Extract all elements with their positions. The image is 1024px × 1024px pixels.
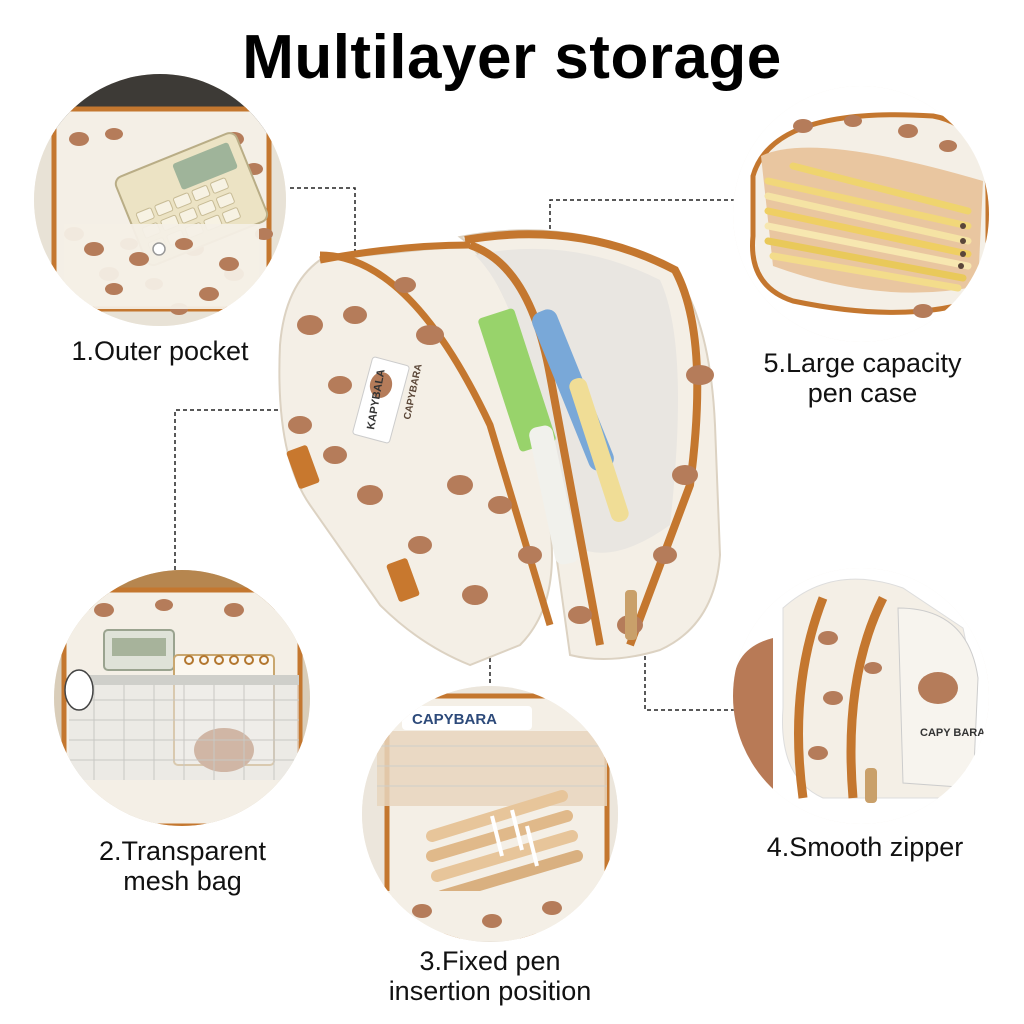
zipper-photo: CAPY BARA [733,568,989,824]
feature-3-caption: 3.Fixed pen insertion position [360,946,620,1006]
feature-5-line-1: 5.Large capacity [763,348,962,378]
mesh-bag-photo [54,570,310,826]
large-capacity-photo [733,86,989,342]
feature-4-caption: 4.Smooth zipper [735,832,995,862]
pen-slots-photo: CAPYBARA [362,686,618,942]
page-title: Multilayer storage [242,23,782,92]
feature-4-line-1: 4.Smooth zipper [766,832,964,862]
feature-2-line-1: 2.Transparent [98,836,267,866]
leader-line-1 [290,187,356,258]
outer-pocket-photo [34,74,286,326]
feature-1-caption: 1.Outer pocket [40,336,280,366]
feature-5-caption: 5.Large capacity pen case [735,348,990,408]
feature-3-line-2: insertion position [388,976,592,1006]
capybara-label-text: CAPYBARA [412,711,497,728]
leader-line-4 [644,650,735,711]
pencil-case-product: KAPYBALA CAPYBARA [278,229,722,667]
feature-5-line-2: pen case [807,378,918,408]
feature-2-line-2: mesh bag [123,866,242,896]
capy-bara-pocket-text: CAPY BARA [920,727,985,739]
feature-2-caption: 2.Transparent mesh bag [70,836,295,896]
feature-3-line-1: 3.Fixed pen [419,946,561,976]
feature-1-line-1: 1.Outer pocket [71,336,249,366]
